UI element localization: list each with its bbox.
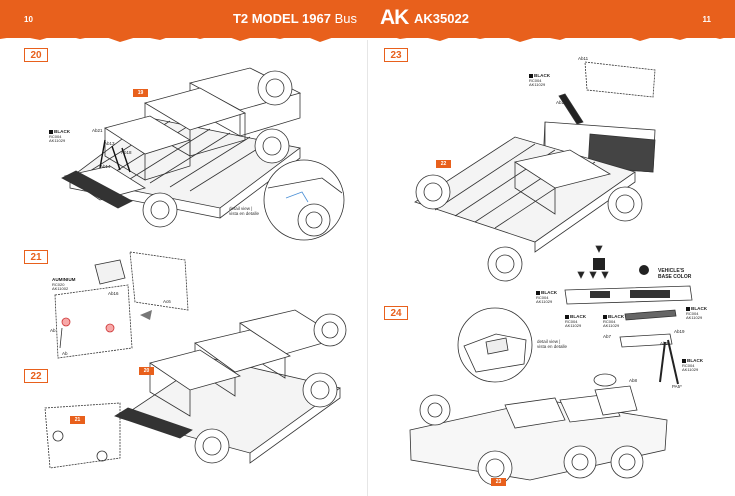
- black-paint-swatch: [529, 74, 533, 78]
- part-label: Ab12: [556, 100, 567, 105]
- black-paint-swatch: [49, 130, 53, 134]
- step-24-paint-label-2: BLACK RC004 AK11029: [565, 314, 587, 329]
- part-label: Ac6: [163, 299, 171, 304]
- step-24-paint-label-3: BLACK RC004 AK11029: [603, 314, 625, 329]
- step-23-paint-label: BLACK RC004 AK11029: [529, 73, 551, 88]
- page-number-right: 11: [702, 15, 711, 24]
- page-title: T2 MODEL 1967 Bus: [233, 11, 357, 26]
- black-paint-swatch: [565, 315, 569, 319]
- product-code: AK35022: [414, 11, 469, 26]
- part-label: Ab11: [578, 56, 589, 61]
- part-label: Ab19: [674, 329, 685, 334]
- step-20-detail-circle: [263, 159, 345, 241]
- step-21-panel-illustration: [54, 251, 189, 359]
- step-24-paint-label-1: BLACK RC004 AK11029: [536, 290, 558, 305]
- part-label: Ab13: [104, 141, 115, 146]
- step-23-callout: 22: [436, 160, 451, 168]
- step-20-callout: 19: [133, 89, 148, 97]
- vehicle-base-color-label: VEHICLE'S BASE COLOR: [658, 268, 692, 280]
- part-label: Ab18: [121, 150, 132, 155]
- step-24-detail-circle: [457, 307, 533, 383]
- step-24-paint-label-4: BLACK RC004 AK11029: [686, 306, 708, 321]
- part-label: Ab21: [92, 128, 103, 133]
- step-24-parts-illustration: [564, 245, 693, 387]
- black-paint-swatch: [682, 359, 686, 363]
- step-22-badge: 22: [24, 369, 48, 383]
- part-label: Ab7: [603, 334, 612, 339]
- torn-edge-decoration: [0, 30, 735, 42]
- title-bold: T2 MODEL 1967: [232, 11, 331, 26]
- step-22-callout-a: 20: [139, 367, 154, 375]
- step-20-chassis-illustration: [61, 67, 302, 228]
- part-label: Ab: [50, 328, 56, 333]
- step-21-paint-label: AUMINIUM RC020 AK11002: [52, 277, 76, 292]
- step-20-detail-note: detail view | vista en detalle: [229, 206, 260, 216]
- part-label: PA5*: [672, 384, 682, 389]
- ak-logo: AK: [380, 6, 409, 29]
- step-23-badge: 23: [384, 48, 408, 62]
- step-25-callout: 23: [491, 478, 506, 486]
- step-22-callout-b: 21: [70, 416, 85, 424]
- page-gutter: [367, 40, 368, 496]
- page-number-left: 10: [24, 15, 33, 24]
- title-light: Bus: [334, 11, 357, 26]
- step-24-paint-label-5: BLACK RC004 AK11029: [682, 358, 704, 373]
- part-label: Ab8: [629, 378, 638, 383]
- part-label: Ab: [62, 351, 68, 356]
- step-20-badge: 20: [24, 48, 48, 62]
- black-paint-swatch: [603, 315, 607, 319]
- step-24-badge: 24: [384, 306, 408, 320]
- black-paint-swatch: [536, 291, 540, 295]
- step-24-detail-note: detail view | vista en detalle: [537, 339, 568, 349]
- step-21-badge: 21: [24, 250, 48, 264]
- part-label: Ab9: [660, 341, 669, 346]
- black-paint-swatch: [686, 307, 690, 311]
- part-label: Ab14: [100, 164, 111, 169]
- step-20-paint-label: BLACK RC004 AK11029: [49, 129, 71, 144]
- step-22-chassis-illustration: [44, 309, 347, 469]
- part-label: Ab16: [108, 291, 119, 296]
- step-23-chassis-illustration: [414, 61, 656, 282]
- step-25-vehicle-illustration: [409, 385, 668, 486]
